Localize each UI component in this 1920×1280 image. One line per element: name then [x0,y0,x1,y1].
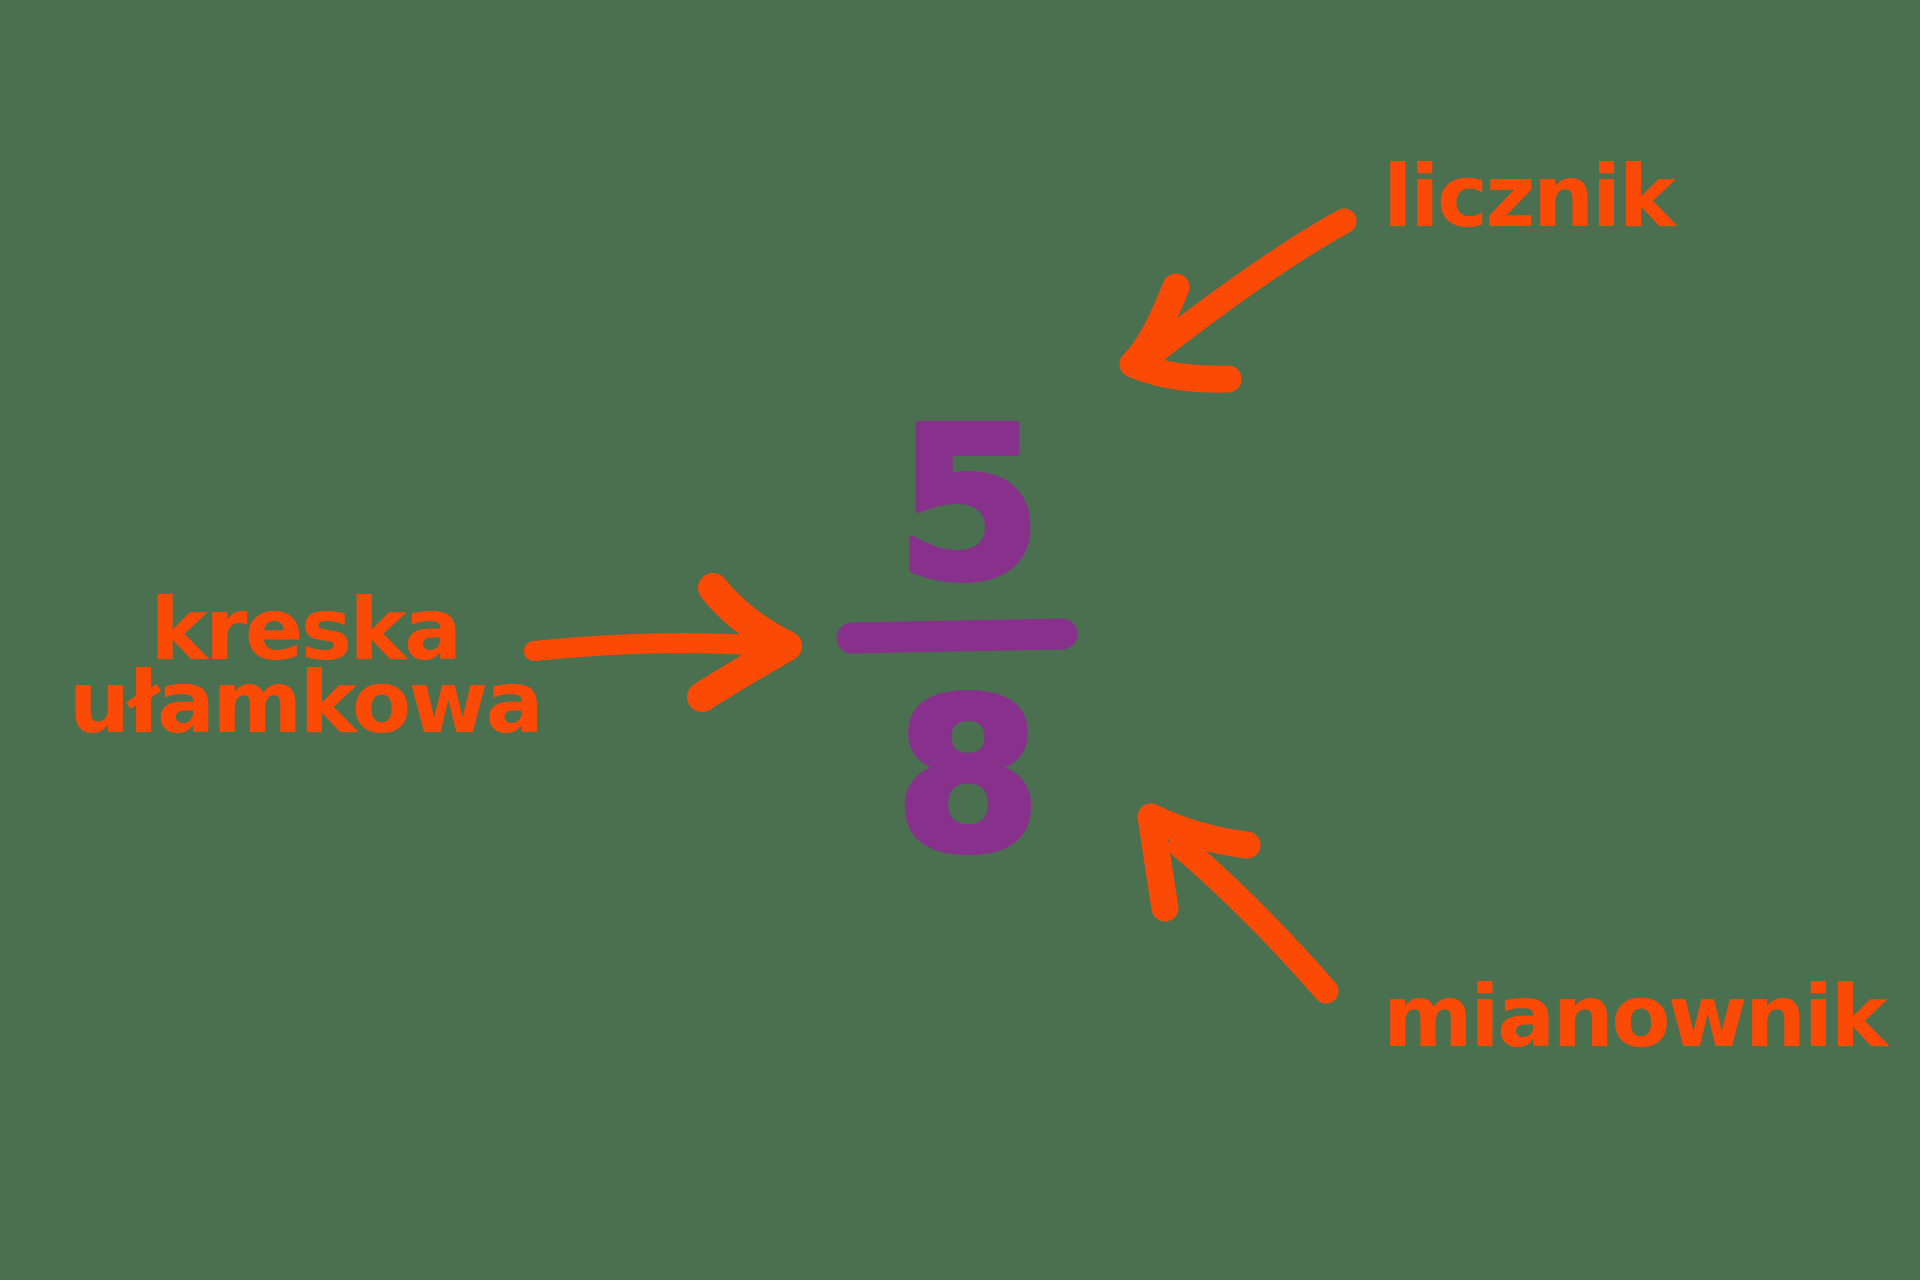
denominator-value: 8 [895,654,1041,899]
denominator-arrow [1137,803,1339,1004]
denominator-label: mianownik [1383,967,1888,1067]
denominator-arrow-shaft [1168,833,1339,1004]
numerator-arrow-shaft [1137,208,1357,368]
fraction: 5 8 [836,379,1078,902]
numerator-value: 5 [896,382,1042,627]
numerator-arrow-head [1119,273,1242,393]
fraction-bar-arrow-head [687,573,802,712]
fraction-bar-label: kreska ułamkowa [68,580,544,754]
fraction-bar-arrow-shaft [524,633,774,661]
denominator-arrow-head [1137,803,1261,922]
fraction-bar [836,618,1078,654]
numerator-label: licznik [1383,147,1676,247]
fraction-bar-arrow [524,573,802,712]
numerator-arrow [1119,208,1357,393]
